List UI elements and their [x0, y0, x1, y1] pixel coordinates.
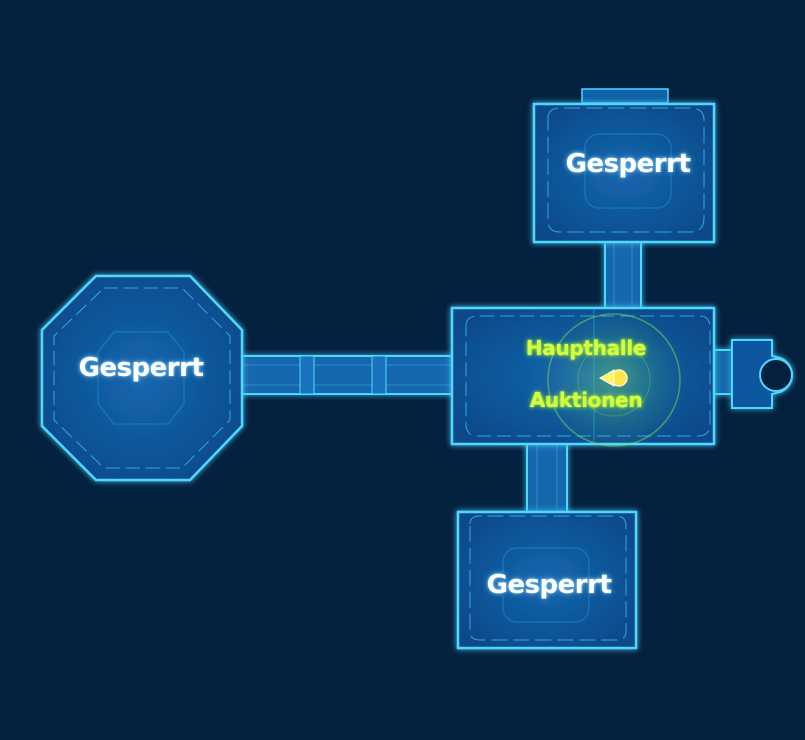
hub-label-main-hall: Haupthalle	[525, 336, 647, 360]
corridor-south	[526, 439, 568, 515]
room-south-label: Gesperrt	[486, 570, 612, 600]
hub-label-auctions: Auktionen	[529, 388, 643, 412]
room-south	[456, 510, 638, 650]
corridor-north	[604, 239, 642, 313]
room-west-label: Gesperrt	[78, 353, 204, 383]
corridor-west	[235, 355, 455, 395]
player-arrow-icon	[598, 369, 628, 387]
room-north	[532, 88, 716, 244]
room-north-label: Gesperrt	[565, 149, 691, 179]
east-annex	[711, 339, 794, 409]
room-west	[40, 274, 244, 482]
